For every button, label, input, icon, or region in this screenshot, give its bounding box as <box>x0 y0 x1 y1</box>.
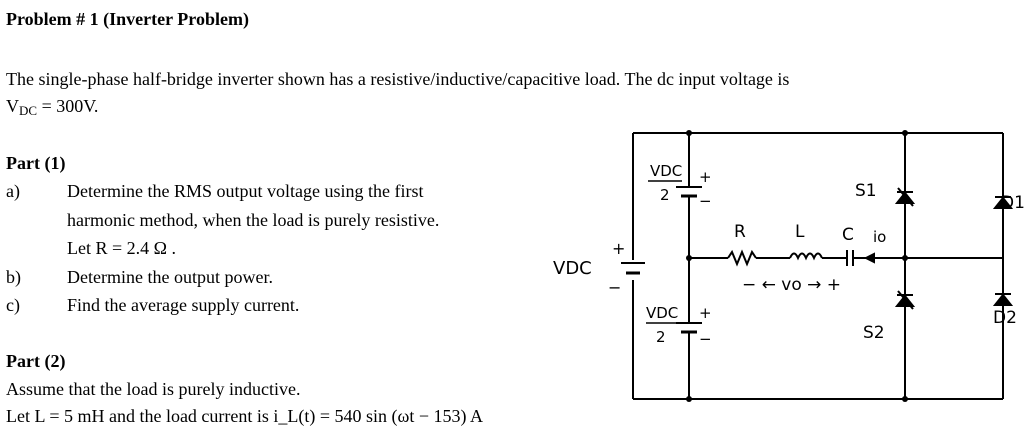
cap-bot-minus: − <box>699 330 712 348</box>
intro-line-2: VDC = 300V. <box>6 95 98 122</box>
io-label: io <box>873 228 886 246</box>
resistor-symbol <box>727 249 757 267</box>
d1-diode-symbol <box>992 196 1014 209</box>
cap-top-minus: − <box>699 192 712 210</box>
part1-c-line1: Find the average supply current. <box>67 295 300 315</box>
cap-bot-plus: + <box>699 304 712 322</box>
part1-b-line1: Determine the output power. <box>67 267 273 287</box>
vdc-bot-num: VDC <box>646 304 678 322</box>
vdc-main-minus: − <box>608 278 621 297</box>
part2-heading: Part (2) <box>6 351 66 371</box>
d2-diode-symbol <box>992 293 1014 306</box>
junction-top-switch <box>902 130 908 136</box>
vdc-symbol: V <box>6 96 19 116</box>
cap-top-plus: + <box>699 168 712 186</box>
junction-load-mid <box>902 255 908 261</box>
vdc-value: = 300V. <box>37 96 99 116</box>
junction-load-left <box>686 255 692 261</box>
s2-gate <box>897 290 914 310</box>
junction-bottom-left <box>686 396 692 402</box>
io-arrow-head <box>863 252 875 264</box>
part1-a-line1: Determine the RMS output voltage using t… <box>67 181 424 201</box>
vdc-top-den: 2 <box>660 186 670 204</box>
part2-line1: Assume that the load is purely inductive… <box>6 379 301 399</box>
part1-a-line3: Let R = 2.4 Ω . <box>67 238 177 258</box>
s2-label: S2 <box>863 323 885 343</box>
inductor-symbol <box>789 252 823 261</box>
s1-gate <box>897 187 914 207</box>
vdc-bot-den: 2 <box>656 328 666 346</box>
part1-heading: Part (1) <box>6 153 66 173</box>
vdc-main-label: VDC <box>553 258 592 279</box>
inductor-label: L <box>795 222 805 242</box>
vdc-main-plus: + <box>612 239 625 258</box>
capacitor-label: C <box>842 225 854 245</box>
vdc-top-num: VDC <box>650 162 682 180</box>
resistor-label: R <box>734 222 746 242</box>
junction-bottom-switch <box>902 396 908 402</box>
vo-label: − ← vo → + <box>742 275 841 295</box>
s1-thyristor-symbol <box>894 191 916 204</box>
part1-b-label: b) <box>6 267 21 287</box>
d1-label: D1 <box>1001 193 1024 213</box>
inverter-circuit-diagram: VDC 2 + − VDC 2 + − VDC + − R L C io − ←… <box>553 130 1024 402</box>
s1-label: S1 <box>855 181 877 201</box>
vdc-subscript: DC <box>19 103 38 118</box>
part1-a-label: a) <box>6 181 20 201</box>
part1-c-label: c) <box>6 295 20 315</box>
problem-title: Problem # 1 (Inverter Problem) <box>6 9 249 29</box>
intro-line-1: The single-phase half-bridge inverter sh… <box>6 69 790 89</box>
part1-a-line2: harmonic method, when the load is purely… <box>67 210 440 230</box>
junction-top-left <box>686 130 692 136</box>
d2-label: D2 <box>993 308 1017 328</box>
s2-thyristor-symbol <box>894 294 916 307</box>
